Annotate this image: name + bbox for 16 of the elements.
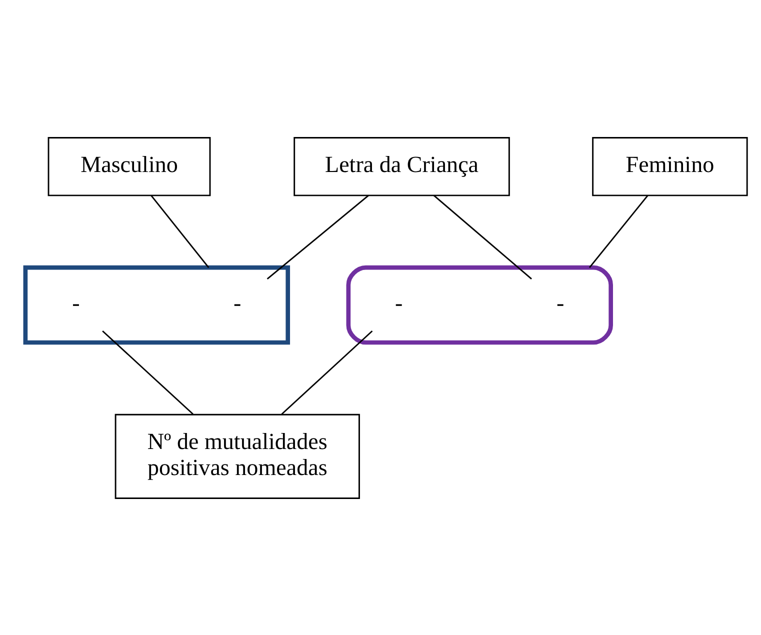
cluster bbox=[23, 264, 290, 344]
connector bbox=[102, 330, 194, 414]
connector bbox=[281, 330, 373, 414]
node-text: - bbox=[72, 289, 80, 315]
node-text: - bbox=[395, 289, 403, 315]
node-text: - bbox=[556, 289, 564, 315]
connector bbox=[266, 194, 369, 279]
node-box: Feminino bbox=[592, 136, 748, 196]
connector bbox=[433, 194, 532, 279]
connector bbox=[150, 194, 210, 268]
node-box: Letra da Criança bbox=[294, 136, 510, 196]
node-box: Nº de mutualidades positivas nomeadas bbox=[114, 413, 360, 498]
connector bbox=[588, 194, 648, 268]
cluster bbox=[346, 264, 613, 344]
node-box: Masculino bbox=[48, 136, 211, 196]
node-text: - bbox=[234, 289, 242, 315]
